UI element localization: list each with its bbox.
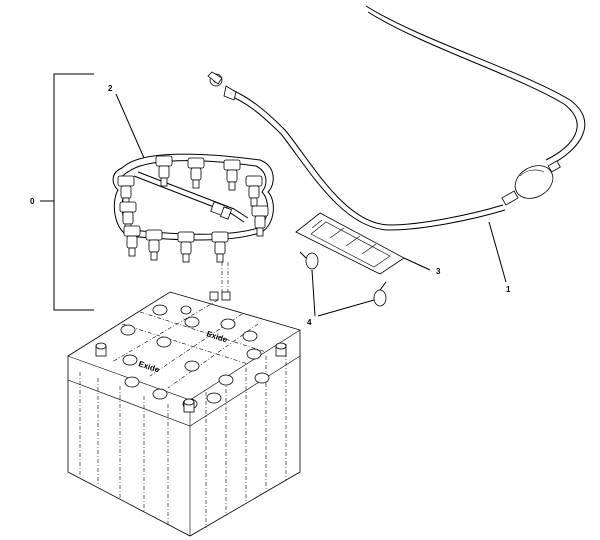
battery-cell-caps	[120, 304, 270, 410]
terminal-1	[95, 342, 107, 357]
terminal-2	[275, 342, 287, 357]
battery-pack	[67, 291, 301, 537]
callout-2: 2	[108, 84, 113, 93]
valve-11	[211, 231, 229, 263]
callout-1: 1	[506, 285, 511, 294]
callout-4: 4	[307, 318, 312, 327]
battery-terminals	[95, 291, 287, 413]
leader-1	[488, 221, 507, 283]
callout-0: 0	[30, 197, 35, 206]
terminal-4	[209, 291, 231, 301]
filler-hose-assembly	[207, 5, 586, 231]
assembly-lines	[221, 262, 229, 296]
watering-valves	[117, 155, 269, 263]
terminal-3	[183, 398, 195, 413]
valve-9	[145, 229, 163, 261]
valve-8	[123, 225, 141, 257]
clip-2	[373, 281, 387, 307]
bracket-0	[40, 73, 94, 311]
leader-3	[403, 257, 431, 271]
leader-2	[115, 93, 145, 159]
valve-5	[117, 175, 135, 205]
valve-4	[245, 175, 263, 207]
battery-grooves	[79, 344, 287, 528]
callout-3: 3	[436, 267, 441, 276]
clip-1	[299, 251, 319, 270]
valve-1	[155, 155, 173, 187]
valve-7	[251, 205, 269, 237]
valve-3	[223, 159, 241, 191]
valve-10	[177, 231, 195, 263]
valve-2	[187, 157, 205, 189]
leader-4	[311, 269, 375, 317]
